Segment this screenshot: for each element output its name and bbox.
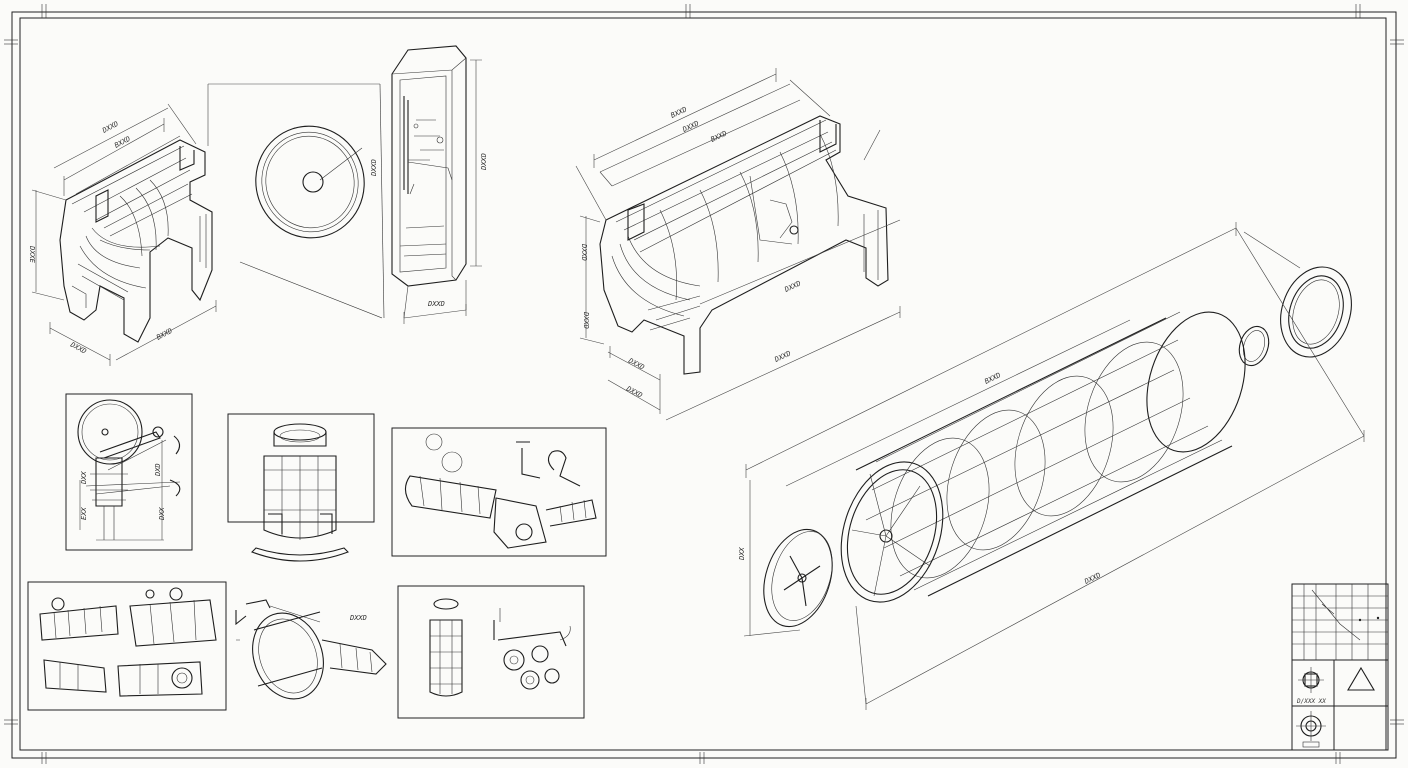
dim-housing-b-bottom-1: DXXD xyxy=(626,356,646,371)
disc-isometric: DXXD xyxy=(239,83,385,319)
dim-housing-a-bottom-2: BXXD xyxy=(155,327,174,342)
dim-housing-b-top-3: BXXD xyxy=(709,129,728,143)
detail-box-valve: DXD DXX EXX DXX xyxy=(65,393,193,551)
dim-box-bottom: DXXD xyxy=(427,300,445,308)
housing-a-isometric: DXXD BXXD DXXE DXXD BXXD xyxy=(28,83,380,366)
cage-drum-isometric: BXXD DXXD DXX xyxy=(738,222,1365,710)
dim-housing-b-left-2: DXXD xyxy=(582,311,590,329)
dim-housing-b-top-1: BXXD xyxy=(669,105,688,119)
triangle-symbol-icon xyxy=(1347,666,1375,691)
dim-housing-a-bottom-1: DXXD xyxy=(68,340,88,355)
dim-detail-ring-arm: DXXD xyxy=(349,614,367,622)
housing-b-isometric: BXXD DXXD BXXD DXXD DXXD DXXD DXXD DXXD … xyxy=(575,68,901,421)
dim-drum-bottom: DXXD xyxy=(1082,571,1102,586)
dim-housing-b-mid: DXXD xyxy=(783,279,803,294)
dim-housing-b-bottom-3: DXXD xyxy=(773,349,793,364)
dim-housing-a-left: DXXE xyxy=(28,245,36,264)
tall-box-isometric: DXXD DXXD xyxy=(391,45,488,324)
dim-detail-valve-d: DXX xyxy=(158,507,166,521)
dim-detail-valve-a: DXD xyxy=(154,463,162,477)
detail-box-pump-parts xyxy=(27,581,227,711)
dim-drum-top: BXXD xyxy=(983,371,1002,386)
dim-drum-left: DXX xyxy=(738,547,746,561)
dim-box-side: DXXD xyxy=(480,153,488,171)
dim-housing-b-top-2: DXXD xyxy=(681,119,701,134)
dim-housing-b-bottom-2: DXXD xyxy=(624,384,644,399)
projection-symbol-icon xyxy=(1296,711,1326,748)
dim-housing-b-left-1: DXXD xyxy=(580,243,588,261)
dim-detail-valve-c: EXX xyxy=(80,507,88,520)
title-block-symbol-caption: D/XXX XX xyxy=(1296,698,1326,705)
detail-box-pipe-assembly xyxy=(391,427,607,557)
sheet-border xyxy=(4,4,1404,764)
crosshair-symbol-icon xyxy=(1298,667,1324,693)
detail-box-cage-gears xyxy=(397,585,585,719)
dim-detail-valve-b: DXX xyxy=(80,471,88,485)
dim-disc-side: DXXD xyxy=(370,159,378,177)
detail-box-canister xyxy=(227,413,375,562)
detail-ring-arm: DXXD xyxy=(235,599,387,700)
dim-housing-a-top-1: DXXD xyxy=(100,120,120,135)
title-block: D/XXX XX xyxy=(1291,583,1389,751)
